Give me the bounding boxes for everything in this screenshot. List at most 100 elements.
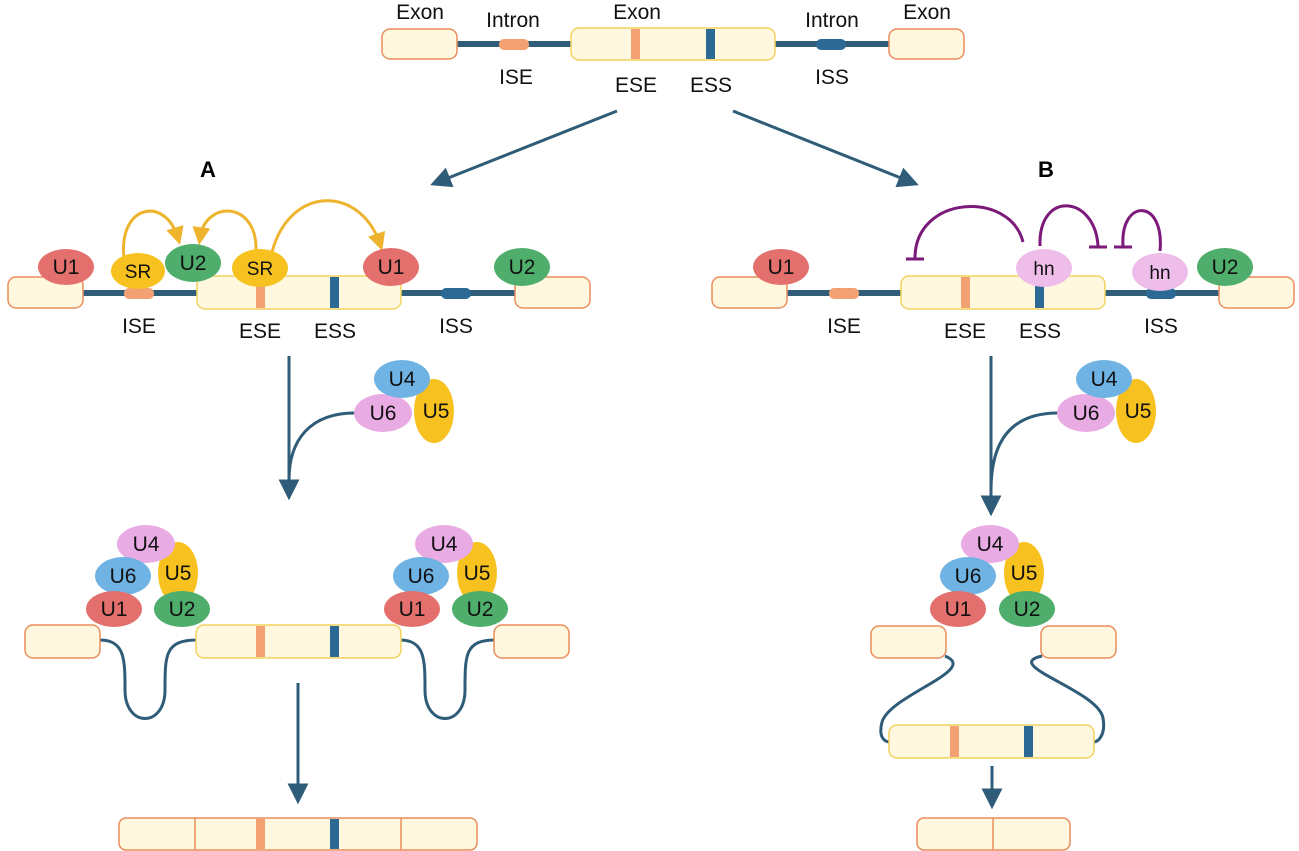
ese-element — [631, 29, 640, 59]
a-intron-loop-right — [399, 638, 496, 720]
a-iss-element — [441, 288, 471, 299]
a-cl-u5-label: U5 — [165, 562, 192, 585]
b-c-u2 — [999, 591, 1055, 627]
a-u2-right-factor — [494, 248, 550, 286]
a-joining-curve — [287, 411, 356, 481]
a-mrna-outline — [118, 817, 478, 851]
a-u1-right-label: U1 — [378, 256, 405, 279]
b-c-u6-label: U6 — [955, 565, 982, 588]
a-tri-u4 — [374, 360, 430, 398]
b-hn-ess-label: hn — [1033, 259, 1054, 280]
a-asm-ese — [256, 626, 265, 657]
a-ise-element — [124, 288, 154, 299]
a-ese-element — [256, 277, 265, 308]
a-tri-u6-label: U6 — [370, 402, 397, 425]
a-sr-left-label: SR — [125, 262, 151, 283]
sr-ese-to-u2-arrow — [192, 209, 258, 253]
b-hn-iss-label: hn — [1149, 263, 1170, 284]
b-ise-label: ISE — [827, 315, 861, 338]
a-tri-u6 — [354, 394, 412, 432]
b-intron-loop-left — [879, 654, 955, 744]
a-u1-left-factor — [38, 249, 94, 285]
b-inhibit-arc-ess — [1038, 204, 1100, 247]
b-c-u1 — [930, 591, 986, 627]
b-tri-u6-label: U6 — [1073, 402, 1100, 425]
iss-element — [816, 39, 846, 50]
b-tri-u6 — [1057, 394, 1115, 432]
panel-a-heading: A — [200, 157, 216, 182]
a-sr-right-label: SR — [247, 259, 273, 280]
a-cr-u5 — [457, 542, 497, 604]
b-mature-mrna — [916, 817, 1071, 851]
panel-b-heading: B — [1038, 157, 1054, 182]
b-iss-label: ISS — [1144, 315, 1178, 338]
b-c-u2-label: U2 — [1014, 598, 1041, 621]
a-cr-u2-label: U2 — [467, 598, 494, 621]
b-ise-element — [829, 288, 859, 299]
iss-label: ISS — [815, 66, 849, 89]
a-asm-exon-center — [195, 624, 402, 659]
a-u2-mid-label: U2 — [180, 252, 207, 275]
sr-ise-to-u2-arrow — [122, 209, 184, 259]
b-skipped-ess — [1024, 726, 1033, 757]
a-cl-u6 — [95, 557, 151, 595]
a-cr-u2 — [452, 591, 508, 627]
branch-arrow-a — [430, 109, 618, 188]
a-ess-label: ESS — [314, 320, 356, 343]
a-ise-label: ISE — [122, 315, 156, 338]
a-cr-u1-label: U1 — [399, 598, 426, 621]
b-joining-curve — [989, 411, 1059, 491]
a-cl-u1-label: U1 — [101, 598, 128, 621]
a-cr-u6-label: U6 — [408, 565, 435, 588]
b-u1-left-label: U1 — [768, 256, 795, 279]
b-c-u4-label: U4 — [977, 533, 1004, 556]
b-tri-u4 — [1076, 360, 1132, 398]
a-tri-u4-label: U4 — [389, 368, 416, 391]
exon-left-box — [381, 28, 458, 60]
a-asm-exon-right — [493, 624, 570, 659]
b-c-u4 — [961, 525, 1019, 563]
b-c-u6 — [940, 557, 996, 595]
sr-ese-to-u1-arrow — [270, 199, 386, 253]
ess-element — [706, 29, 715, 59]
a-exon-center — [196, 275, 402, 310]
a-sr-right-factor — [232, 249, 288, 287]
b-asm-exon-right — [1040, 625, 1117, 659]
a-u2-mid-factor — [165, 244, 221, 282]
a-mrna-ese — [256, 819, 265, 849]
b-u2-right-factor — [1197, 248, 1253, 286]
b-tri-u5 — [1116, 379, 1156, 443]
a-cl-u5 — [158, 542, 198, 604]
exon-left-label: Exon — [396, 1, 444, 24]
b-skipped-ese — [950, 726, 959, 757]
a-cl-u4-label: U4 — [133, 533, 160, 556]
intron-right-label: Intron — [805, 9, 859, 32]
a-cr-u4 — [415, 525, 473, 563]
b-u2-right-label: U2 — [1212, 256, 1239, 279]
b-c-u5 — [1004, 542, 1044, 604]
b-tri-u4-label: U4 — [1091, 368, 1118, 391]
ess-label: ESS — [690, 74, 732, 97]
b-hn-ess-factor — [1016, 249, 1072, 287]
a-ese-label: ESE — [239, 320, 281, 343]
b-hn-iss-factor — [1132, 253, 1188, 291]
a-u1-left-label: U1 — [53, 256, 80, 279]
a-exon-right — [514, 276, 591, 309]
a-tri-u5 — [414, 379, 454, 443]
a-mature-mrna — [118, 817, 478, 851]
exon-right-label: Exon — [903, 1, 951, 24]
a-u1-right-factor — [363, 248, 419, 286]
a-cr-u6 — [393, 557, 449, 595]
a-iss-label: ISS — [439, 315, 473, 338]
exon-right-box — [888, 28, 965, 60]
a-sr-left-factor — [111, 253, 165, 289]
b-ese-label: ESE — [944, 320, 986, 343]
b-ese-element — [961, 277, 970, 308]
b-exon-right — [1218, 276, 1295, 309]
panel-b: U1 hn hn U2 ISE ESE ESS ISS U5 U6 U4 U5 … — [711, 204, 1295, 851]
ise-element — [499, 39, 529, 50]
b-inhibit-arc-iss — [1121, 209, 1162, 252]
b-c-u1-label: U1 — [945, 598, 972, 621]
exon-center-label: Exon — [613, 1, 661, 24]
b-ess-label: ESS — [1019, 320, 1061, 343]
